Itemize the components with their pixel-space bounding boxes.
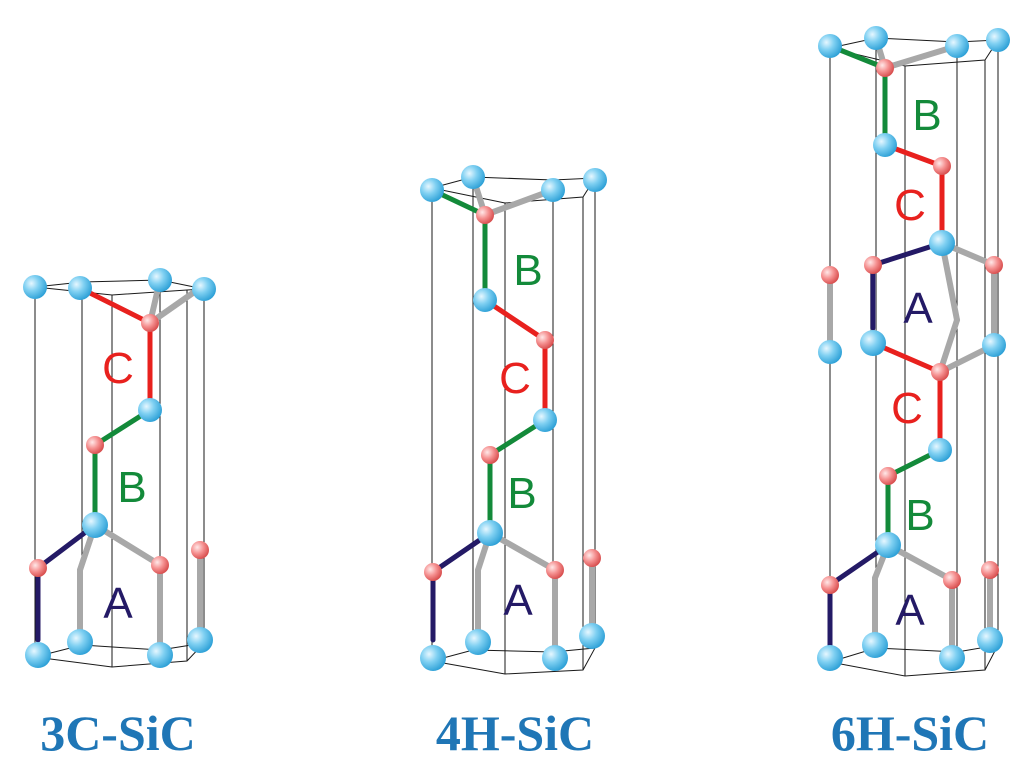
layer-label-b: B — [507, 469, 536, 518]
layer-label-c: C — [102, 344, 134, 393]
structure-6h: A B C A C B 6H-SiC — [817, 26, 1010, 761]
structure-4h: A B C B 4H-SiC — [420, 165, 607, 761]
layer-label-c: C — [891, 384, 923, 433]
layer-labels-4h: A B C B — [499, 246, 543, 625]
layer-label-c: C — [499, 354, 531, 403]
layer-labels-3c: A B C — [102, 344, 147, 628]
atoms-3c — [23, 268, 216, 668]
layer-labels-6h: A B C A C B — [891, 91, 942, 635]
layer-label-a: A — [103, 579, 133, 628]
structure-title: 6H-SiC — [831, 705, 989, 761]
structure-3c: A B C 3C-SiC — [23, 268, 216, 761]
atoms-4h — [420, 165, 607, 671]
layer-label-b: B — [905, 491, 934, 540]
layer-label-b-top: B — [912, 91, 941, 140]
layer-label-a: A — [503, 576, 533, 625]
structure-title: 4H-SiC — [436, 705, 594, 761]
structure-title: 3C-SiC — [40, 705, 196, 761]
layer-label-a-mid: A — [903, 284, 933, 333]
layer-label-a: A — [895, 586, 925, 635]
unit-cell-3c — [34, 279, 206, 668]
layer-label-b: B — [117, 463, 146, 512]
layer-label-c-mid: C — [894, 181, 926, 230]
layer-label-b-top: B — [513, 246, 542, 295]
atoms-6h — [817, 26, 1010, 671]
